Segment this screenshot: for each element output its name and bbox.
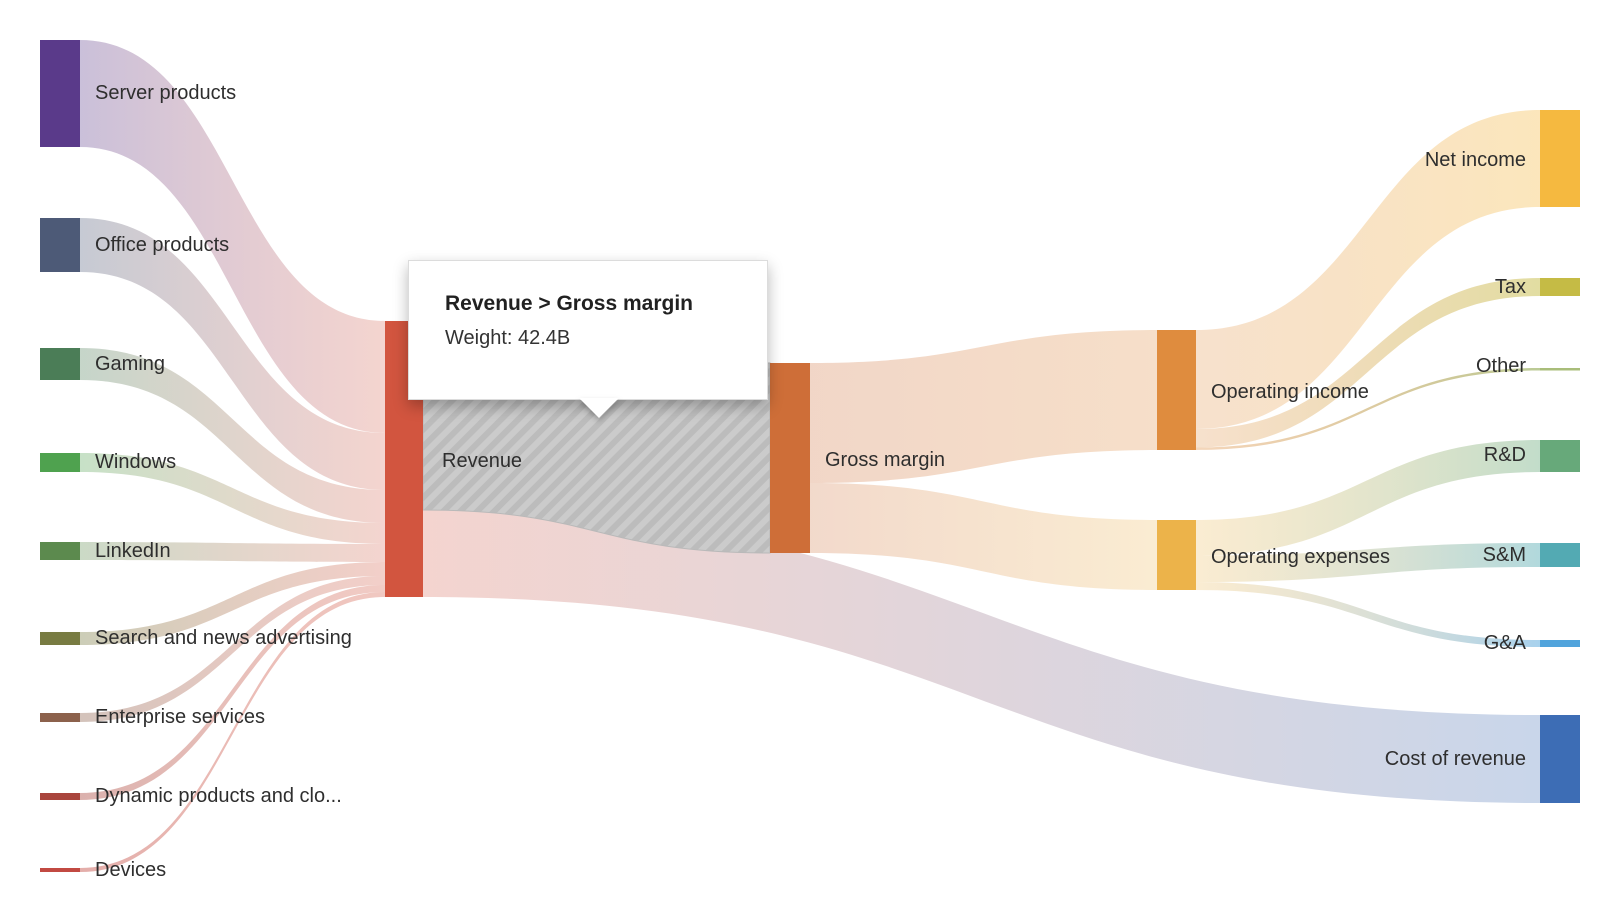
links-layer — [80, 40, 1540, 872]
node-search-advertising[interactable] — [40, 632, 80, 645]
label-net-income: Net income — [1425, 149, 1526, 171]
label-cost-of-revenue: Cost of revenue — [1385, 748, 1526, 770]
label-operating-expenses: Operating expenses — [1211, 546, 1390, 568]
node-devices[interactable] — [40, 868, 80, 872]
label-gross-margin: Gross margin — [825, 449, 945, 471]
node-net-income[interactable] — [1540, 110, 1580, 207]
link-dynamic-products-revenue[interactable] — [80, 585, 385, 800]
link-operating-income-net-income[interactable] — [1196, 110, 1540, 429]
node-office-products[interactable] — [40, 218, 80, 272]
label-snm: S&M — [1483, 544, 1526, 566]
node-gna[interactable] — [1540, 640, 1580, 647]
link-operating-income-tax[interactable] — [1196, 278, 1540, 448]
link-operating-income-other[interactable] — [1196, 368, 1540, 450]
link-office-products-revenue[interactable] — [80, 218, 385, 490]
labels-layer: Server products Office products Gaming W… — [95, 82, 1527, 881]
link-gross-margin-operating-income[interactable] — [810, 330, 1157, 483]
link-gross-margin-operating-expenses[interactable] — [810, 483, 1157, 590]
label-operating-income: Operating income — [1211, 381, 1369, 403]
tooltip-title: Revenue > Gross margin — [445, 292, 694, 315]
link-enterprise-services-revenue[interactable] — [80, 576, 385, 722]
link-devices-revenue[interactable] — [80, 592, 385, 872]
node-server-products[interactable] — [40, 40, 80, 147]
node-snm[interactable] — [1540, 543, 1580, 567]
label-other: Other — [1476, 355, 1526, 377]
label-dynamic-products: Dynamic products and clo... — [95, 785, 342, 807]
node-dynamic-products[interactable] — [40, 793, 80, 800]
node-gross-margin[interactable] — [770, 363, 810, 553]
label-server-products: Server products — [95, 82, 236, 104]
label-rnd: R&D — [1484, 444, 1526, 466]
link-windows-revenue[interactable] — [80, 453, 385, 544]
label-windows: Windows — [95, 451, 176, 473]
node-enterprise-services[interactable] — [40, 713, 80, 722]
link-server-products-revenue[interactable] — [80, 40, 385, 433]
tooltip-pointer-icon — [579, 398, 619, 418]
node-windows[interactable] — [40, 453, 80, 472]
link-operating-expenses-rnd[interactable] — [1196, 440, 1540, 556]
link-gaming-revenue[interactable] — [80, 348, 385, 523]
link-search-advertising-revenue[interactable] — [80, 562, 385, 645]
label-linkedin: LinkedIn — [95, 540, 171, 562]
label-revenue: Revenue — [442, 450, 522, 472]
link-linkedin-revenue[interactable] — [80, 542, 385, 562]
label-gna: G&A — [1484, 632, 1527, 654]
tooltip-weight: Weight: 42.4B — [445, 327, 571, 350]
link-revenue-cost-of-revenue[interactable] — [423, 510, 1540, 803]
label-search-advertising: Search and news advertising — [95, 627, 352, 649]
tooltip: Revenue > Gross margin Weight: 42.4B — [408, 260, 768, 418]
link-operating-expenses-snm[interactable] — [1196, 543, 1540, 582]
label-tax: Tax — [1495, 276, 1526, 298]
node-other[interactable] — [1540, 368, 1580, 371]
node-cost-of-revenue[interactable] — [1540, 715, 1580, 803]
nodes-layer — [40, 40, 1580, 872]
link-operating-expenses-gna[interactable] — [1196, 582, 1540, 647]
node-operating-income[interactable] — [1157, 330, 1196, 450]
label-devices: Devices — [95, 859, 166, 881]
label-gaming: Gaming — [95, 353, 165, 375]
node-tax[interactable] — [1540, 278, 1580, 296]
label-office-products: Office products — [95, 234, 229, 256]
node-gaming[interactable] — [40, 348, 80, 380]
node-operating-expenses[interactable] — [1157, 520, 1196, 590]
node-linkedin[interactable] — [40, 542, 80, 560]
node-rnd[interactable] — [1540, 440, 1580, 472]
label-enterprise-services: Enterprise services — [95, 706, 265, 728]
